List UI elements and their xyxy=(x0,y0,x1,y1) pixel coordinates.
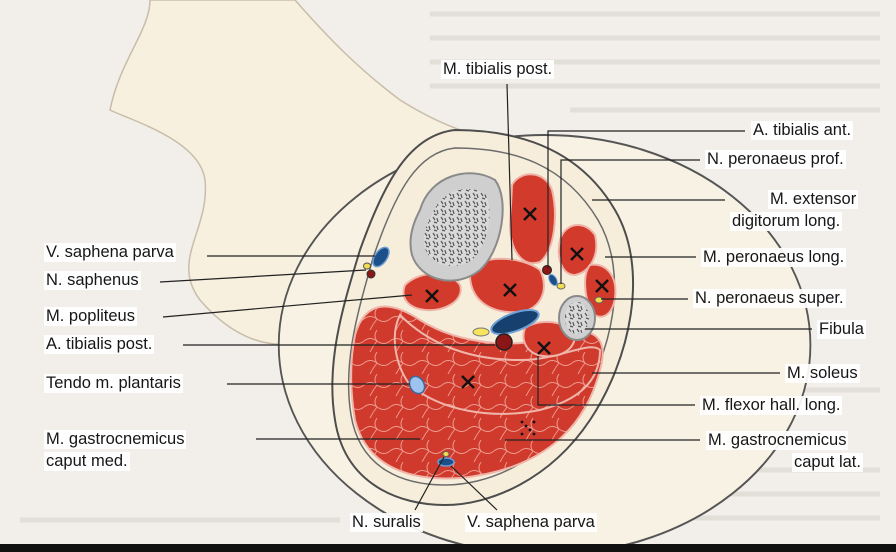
label-plantaris: Tendo m. plantaris xyxy=(44,374,183,393)
label-saphena-parva-left: V. saphena parva xyxy=(44,243,176,262)
nerve-peronaeus-super xyxy=(595,297,603,303)
label-popliteus: M. popliteus xyxy=(44,307,137,326)
artery-tibialis-ant xyxy=(543,266,552,275)
label-extensor-line1: M. extensor xyxy=(768,190,858,209)
label-gastro-lat-line1: M. gastrocnemicus xyxy=(706,431,848,450)
label-tibialis-ant-artery: A. tibialis ant. xyxy=(751,121,853,140)
label-soleus: M. soleus xyxy=(785,364,860,383)
nerve-tibialis xyxy=(473,328,489,336)
label-fibula: Fibula xyxy=(817,320,866,339)
label-tibialis-post-muscle: M. tibialis post. xyxy=(441,60,554,79)
label-saphena-parva-bottom: V. saphena parva xyxy=(465,513,597,532)
label-gastro-lat-line2: caput lat. xyxy=(792,453,863,472)
label-gastro-med-line2: caput med. xyxy=(44,452,130,471)
nerve-suralis xyxy=(443,452,449,457)
label-gastro-med-line1: M. gastrocnemicus xyxy=(44,430,186,449)
label-peronaeus-long: M. peronaeus long. xyxy=(701,248,846,267)
label-peronaeus-super: N. peronaeus super. xyxy=(693,289,846,308)
label-extensor-line2: digitorum long. xyxy=(730,212,842,231)
label-tibialis-post-artery: A. tibialis post. xyxy=(44,335,154,354)
label-saphenus: N. saphenus xyxy=(44,271,141,290)
artery-small-left xyxy=(367,270,375,278)
bottom-rule xyxy=(0,544,896,552)
label-suralis: N. suralis xyxy=(350,513,423,532)
nerve-saphenus xyxy=(364,263,371,269)
label-peronaeus-prof: N. peronaeus prof. xyxy=(705,150,846,169)
label-flexor-hall: M. flexor hall. long. xyxy=(700,396,842,415)
artery-tibialis-post xyxy=(496,334,512,350)
